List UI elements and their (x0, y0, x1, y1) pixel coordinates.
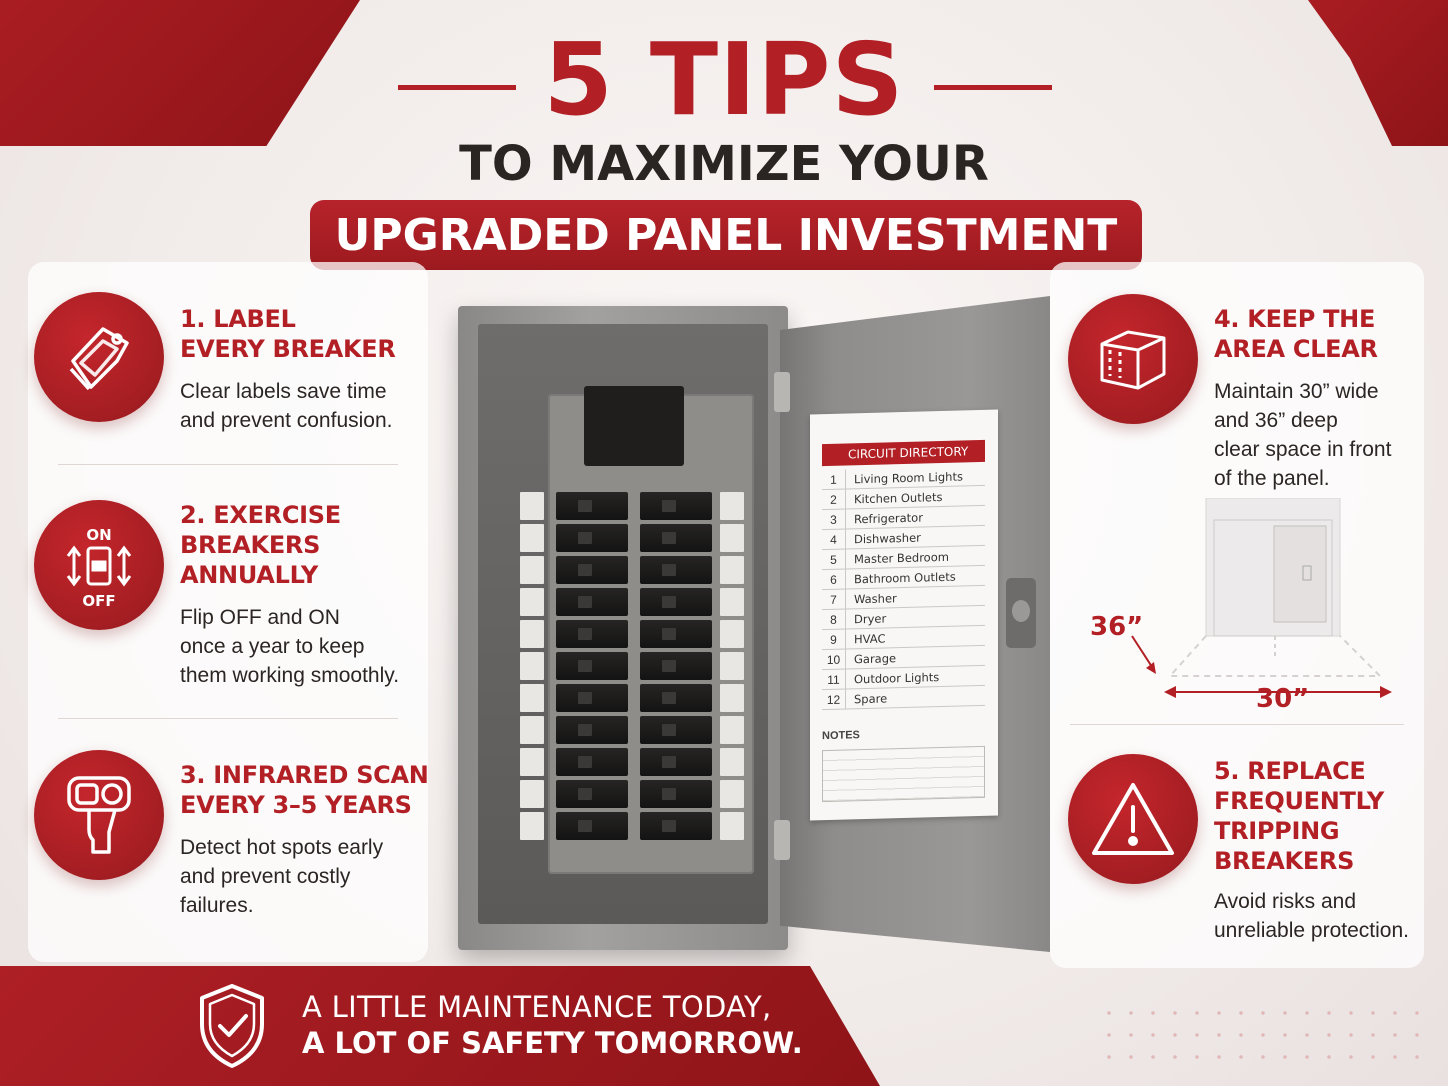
circuit-breaker (640, 684, 712, 712)
tip-4-description: Maintain 30” wide and 36” deep clear spa… (1214, 380, 1392, 490)
circuit-breaker (640, 492, 712, 520)
depth-dimension-label: 36” (1090, 612, 1144, 642)
breaker-labels-left (520, 492, 544, 840)
circuit-breaker (640, 524, 712, 552)
footer-text-line-1: A LITTLE MAINTENANCE TODAY, (302, 990, 772, 1024)
circuit-breaker (556, 556, 628, 584)
warning-triangle-icon (1068, 754, 1198, 884)
circuit-breaker (640, 716, 712, 744)
circuit-breaker (556, 620, 628, 648)
divider (1070, 724, 1404, 725)
circuit-breaker (640, 812, 712, 840)
banner-text: UPGRADED PANEL INVESTMENT (334, 209, 1118, 261)
tip-4-title: 4. KEEP THE AREA CLEAR (1214, 305, 1378, 363)
door-latch (1006, 578, 1036, 648)
clearance-diagram (1090, 497, 1410, 718)
clear-space-cube-icon (1068, 294, 1198, 424)
circuit-breaker (556, 812, 628, 840)
title-banner: UPGRADED PANEL INVESTMENT (310, 200, 1142, 270)
circuit-breaker (640, 748, 712, 776)
tip-5-description: Avoid risks and unreliable protection. (1214, 890, 1409, 942)
circuit-breaker (640, 556, 712, 584)
notes-label: NOTES (822, 729, 860, 743)
label-tag-icon (34, 292, 164, 422)
breaker-column-left (556, 492, 628, 840)
circuit-breaker (556, 748, 628, 776)
tip-2-title: 2. EXERCISE BREAKERS ANNUALLY (180, 501, 341, 589)
tip-1-title: 1. LABEL EVERY BREAKER (180, 305, 396, 363)
circuit-breaker (556, 588, 628, 616)
circuit-directory-title: CIRCUIT DIRECTORY (822, 439, 985, 467)
circuit-breaker (556, 492, 628, 520)
icon-on-label: ON (86, 526, 111, 544)
title-rule-right (934, 85, 1052, 90)
circuit-breaker (556, 524, 628, 552)
main-breaker (584, 386, 684, 466)
infrared-camera-icon (34, 750, 164, 880)
icon-off-label: OFF (82, 592, 115, 610)
title-rule-left (398, 85, 516, 90)
page-title: 5 TIPS (543, 21, 905, 138)
clearance-illustration (1131, 497, 1392, 698)
circuit-breaker (640, 620, 712, 648)
breaker-labels-right (720, 492, 744, 840)
footer-banner (0, 966, 880, 1086)
tip-3-description: Detect hot spots early and prevent costl… (180, 836, 384, 917)
circuit-breaker (556, 652, 628, 680)
door-hinge (774, 372, 790, 412)
notes-box (822, 745, 985, 803)
circuit-breaker (556, 716, 628, 744)
circuit-breaker (556, 684, 628, 712)
circuit-breaker (556, 780, 628, 808)
tip-1-description: Clear labels save time and prevent confu… (180, 380, 393, 432)
door-hinge (774, 820, 790, 860)
width-dimension-label: 30” (1256, 684, 1310, 714)
breaker-column-right (640, 492, 712, 840)
tip-3-title: 3. INFRARED SCAN EVERY 3–5 YEARS (180, 761, 429, 819)
divider (58, 718, 398, 719)
breaker-toggle-icon: ON OFF (34, 500, 164, 630)
page-subtitle: TO MAXIMIZE YOUR (459, 136, 989, 192)
tip-5-title: 5. REPLACE FREQUENTLY TRIPPING BREAKERS (1214, 757, 1384, 875)
circuit-breaker (640, 652, 712, 680)
footer-text-line-2: A LOT OF SAFETY TOMORROW. (302, 1026, 803, 1060)
circuit-breaker (640, 588, 712, 616)
circuit-breaker (640, 780, 712, 808)
tip-2-description: Flip OFF and ON once a year to keep them… (180, 606, 400, 687)
shield-check-icon (196, 982, 268, 1075)
decorative-dot-grid (1098, 1002, 1428, 1076)
divider (58, 464, 398, 465)
